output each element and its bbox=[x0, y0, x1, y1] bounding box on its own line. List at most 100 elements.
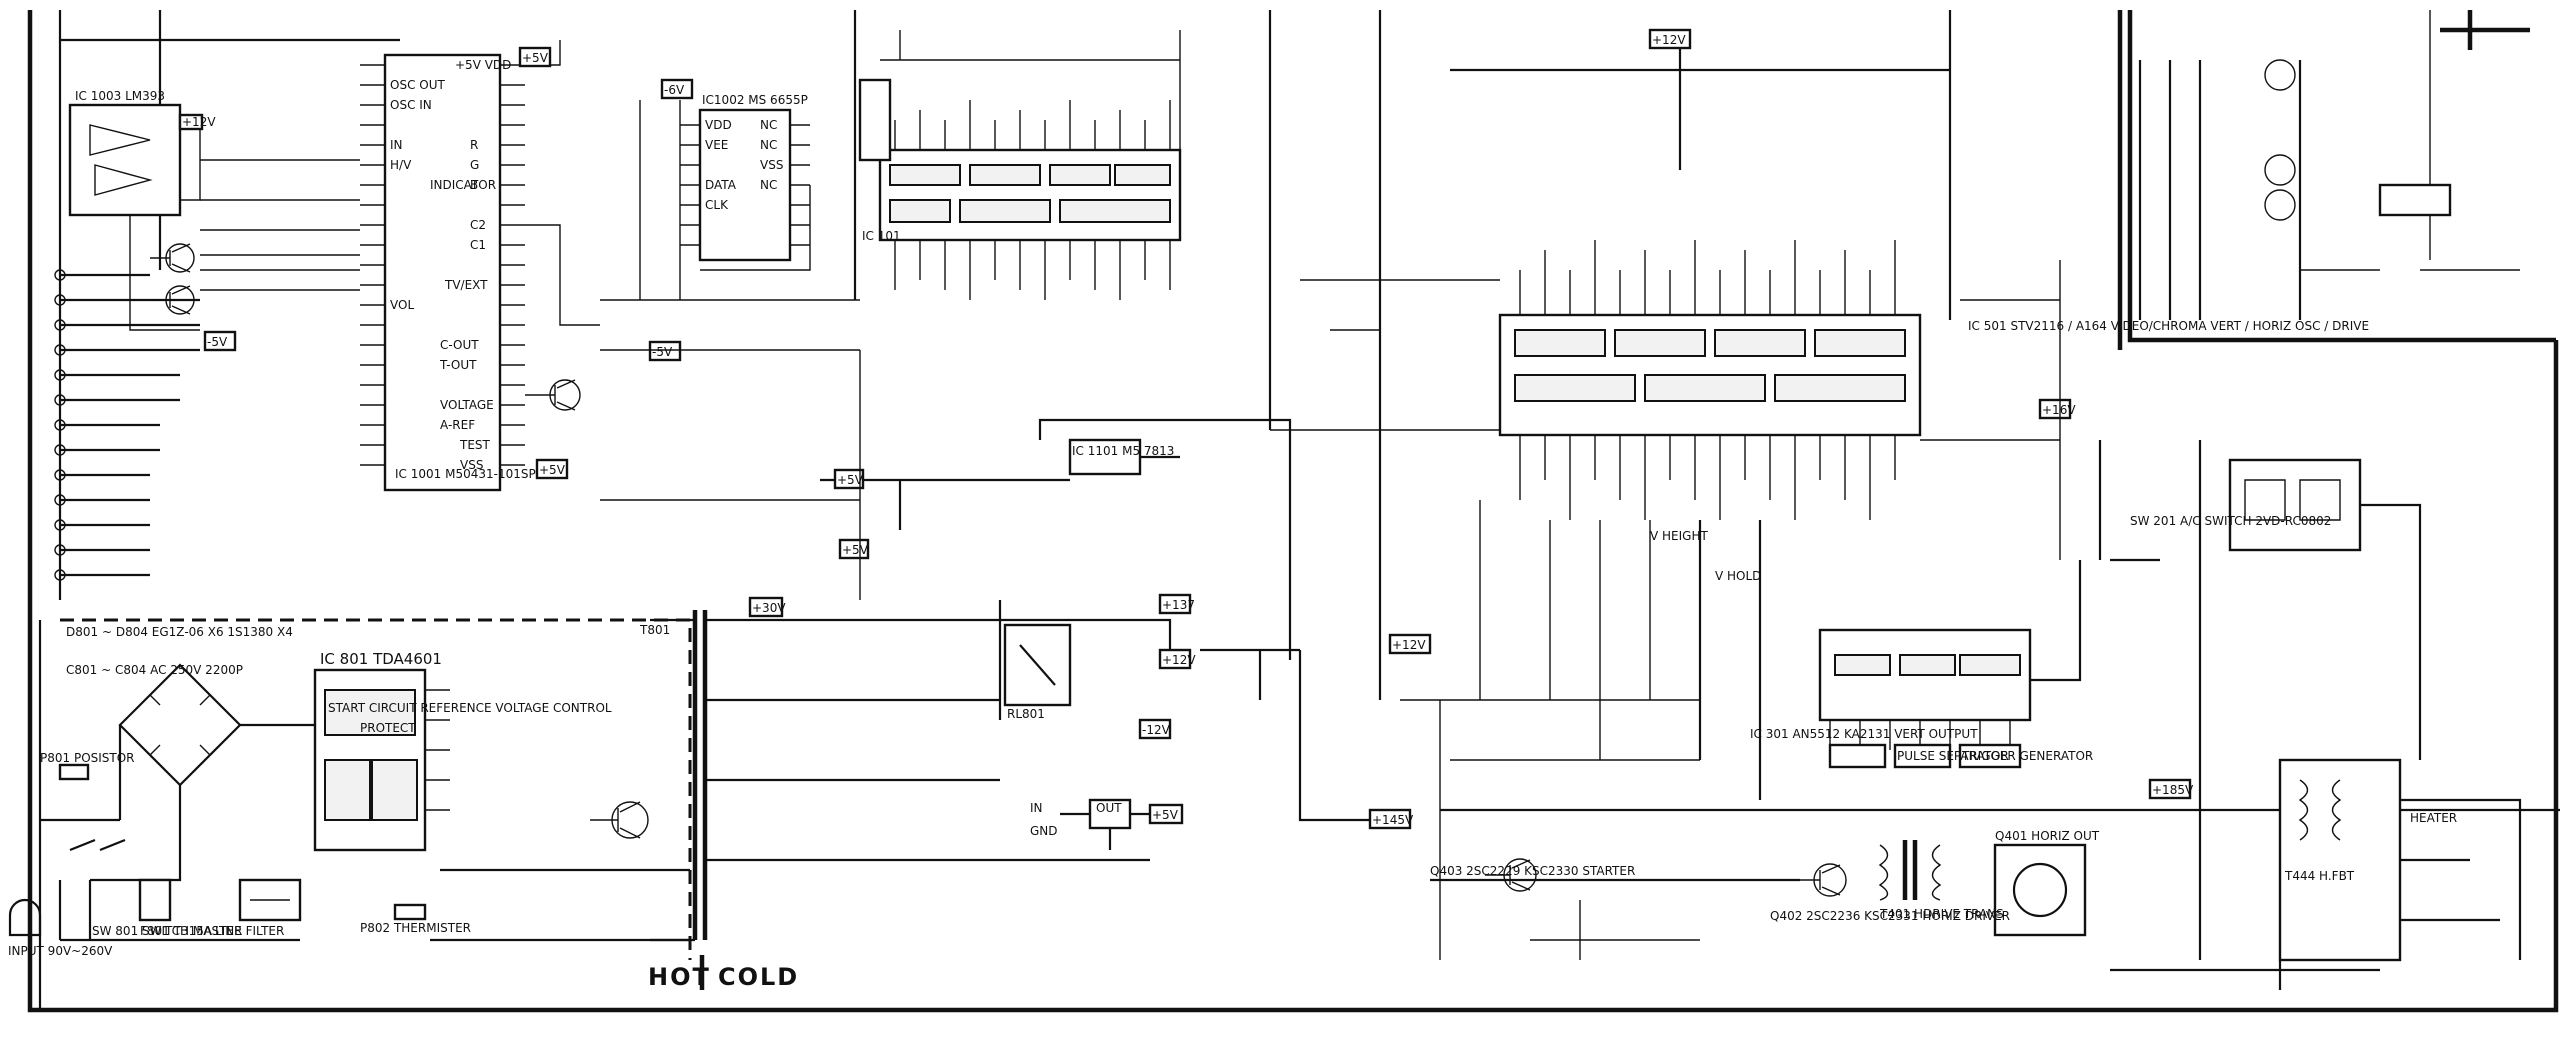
label-ic501: IC 501 STV2116 / A164 VIDEO/CHROMA VERT … bbox=[1968, 319, 2369, 333]
mem-pin-3: DATA bbox=[705, 178, 737, 192]
label-ic801: IC 801 TDA4601 bbox=[320, 650, 442, 668]
mem-pin-1: VDD bbox=[705, 118, 732, 132]
micro-pin-4: IN bbox=[390, 138, 403, 152]
label-plus16v: +16V bbox=[2042, 403, 2076, 417]
label-plus30v: +30V bbox=[752, 601, 786, 615]
transistor-q1006 bbox=[525, 379, 581, 411]
label-plus5v-reg: +5V bbox=[837, 473, 864, 487]
ic1003-comparator bbox=[68, 103, 204, 217]
label-pulse-sep: PULSE SEPARATOR bbox=[1897, 749, 2009, 763]
label-minus6v: -6V bbox=[664, 83, 685, 97]
label-cold: COLD bbox=[718, 963, 799, 991]
ic101-if bbox=[853, 10, 1272, 430]
micro-pin-7: B bbox=[470, 178, 478, 192]
label-ic1002: IC1002 MS 6655P bbox=[702, 93, 808, 107]
label-plus5v-micro-b: +5V bbox=[539, 463, 566, 477]
ic1002-pin-labels: VDD VEE DATA CLK NC NC VSS NC bbox=[705, 118, 783, 212]
label-thermister: P802 THERMISTER bbox=[360, 921, 471, 935]
mem-pin-4: CLK bbox=[705, 198, 729, 212]
label-power-block-1: START CIRCUIT REFERENCE VOLTAGE CONTROL bbox=[328, 701, 612, 715]
label-horiz-driver: Q402 2SC2236 KSC2331 HORIZ DRIVER bbox=[1770, 909, 2010, 923]
input-connector-column bbox=[54, 269, 200, 600]
micro-pin-1: +5V VDD bbox=[455, 58, 511, 72]
label-plus12v-mid: +12V bbox=[1392, 638, 1426, 652]
label-starter: Q403 2SC2229 KSC2330 STARTER bbox=[1430, 864, 1635, 878]
label-plus5v-sec: +5V bbox=[842, 543, 869, 557]
micro-pin-17: A-REF bbox=[440, 418, 475, 432]
label-plus12v-ic1003: +12V bbox=[182, 115, 216, 129]
chassis-frame bbox=[27, 10, 2559, 1013]
ic501-video-processor bbox=[1378, 10, 1952, 700]
ic1001-pin-labels: +5V VDD OSC OUT OSC IN IN R G B H/V C2 C… bbox=[390, 58, 511, 472]
label-ic1001: IC 1001 M50431-101SP bbox=[395, 467, 536, 481]
label-gnd: GND bbox=[1030, 824, 1058, 838]
label-drive-trans: T401 HDRIVE TRANS bbox=[1879, 907, 2004, 921]
label-minus5v-left: -5V bbox=[207, 335, 228, 349]
micro-pin-3: OSC IN bbox=[390, 98, 432, 112]
label-plus5v-micro: +5V bbox=[522, 51, 549, 65]
label-fuse: F801 T315A bbox=[140, 924, 213, 938]
micro-pin-16: VOLTAGE bbox=[440, 398, 494, 412]
label-sw-in: IN bbox=[1030, 801, 1043, 815]
micro-pin-12: INDICATOR bbox=[430, 178, 496, 192]
deflection-drive-region bbox=[2138, 10, 2530, 320]
micro-pin-9: C2 bbox=[470, 218, 486, 232]
mem-pin-7: VSS bbox=[760, 158, 783, 172]
label-ic301: IC 301 AN5512 KA2131 VERT OUTPUT bbox=[1750, 727, 1978, 741]
label-sw-out: OUT bbox=[1096, 801, 1122, 815]
label-t801: T801 bbox=[639, 623, 670, 637]
ic1001-microcontroller bbox=[360, 40, 600, 492]
label-hot: HOT bbox=[648, 963, 711, 991]
micro-pin-15: T-OUT bbox=[439, 358, 477, 372]
label-plus5v-reg-out: +5V bbox=[1152, 808, 1179, 822]
label-ic1003: IC 1003 LM393 bbox=[75, 89, 165, 103]
micro-pin-2: OSC OUT bbox=[390, 78, 445, 92]
label-ic101: IC 101 bbox=[862, 229, 901, 243]
label-plus145v: +145V bbox=[1372, 813, 1414, 827]
label-relay: RL801 bbox=[1007, 707, 1045, 721]
label-v-hold: V HOLD bbox=[1715, 569, 1761, 583]
ic301-vertical-output bbox=[1698, 520, 2082, 800]
label-line-filter: LINE FILTER bbox=[215, 924, 284, 938]
secondary-rails bbox=[748, 538, 1432, 862]
ic1002-memory bbox=[600, 78, 860, 301]
mem-pin-6: NC bbox=[760, 138, 777, 152]
micro-pin-5: R bbox=[470, 138, 478, 152]
label-minus5v-mid: -5V bbox=[652, 345, 673, 359]
power-supply-hot-zone bbox=[8, 610, 760, 1010]
label-sw201: SW 201 A/C SWITCH 2VD-RC0802 bbox=[2130, 514, 2331, 528]
label-v-height: V HEIGHT bbox=[1650, 529, 1708, 543]
micro-pin-11: TV/EXT bbox=[444, 278, 488, 292]
label-plus12v-sec: +12V bbox=[1162, 653, 1196, 667]
micro-pin-10: C1 bbox=[470, 238, 486, 252]
label-plus137: +137 bbox=[1162, 598, 1195, 612]
label-posistor: P801 POSISTOR bbox=[40, 751, 135, 765]
micro-pin-13: VOL bbox=[390, 298, 414, 312]
label-minus12v: -12V bbox=[1142, 723, 1171, 737]
mem-pin-2: VEE bbox=[705, 138, 728, 152]
micro-pin-19: VSS bbox=[460, 458, 483, 472]
label-fbt: T444 H.FBT bbox=[2284, 869, 2355, 883]
micro-pin-6: G bbox=[470, 158, 479, 172]
label-input: INPUT 90V~260V bbox=[8, 944, 113, 958]
mem-pin-5: NC bbox=[760, 118, 777, 132]
horizontal-stage bbox=[1430, 440, 2560, 990]
mem-pin-8: NC bbox=[760, 178, 777, 192]
label-plus185v: +185V bbox=[2152, 783, 2194, 797]
label-power-block-2: PROTECT bbox=[360, 721, 416, 735]
label-sw801: SW 801 SWITCH MASTER bbox=[92, 924, 242, 938]
label-caps: C801 ~ C804 AC 250V 2200P bbox=[66, 663, 243, 677]
label-ic1101: IC 1101 M5 7813 bbox=[1072, 444, 1174, 458]
label-trigger-gen: TRIGGER GENERATOR bbox=[1961, 749, 2093, 763]
ic1101-regulator bbox=[820, 418, 1292, 660]
micro-pin-8: H/V bbox=[390, 158, 412, 172]
misc-wiring bbox=[600, 260, 2061, 960]
label-heater: HEATER bbox=[2410, 811, 2457, 825]
label-bridge: D801 ~ D804 EG1Z-06 X6 1S1380 X4 bbox=[66, 625, 293, 639]
label-plus12v-top: +12V bbox=[1652, 33, 1686, 47]
micro-pin-18: TEST bbox=[459, 438, 491, 452]
micro-pin-14: C-OUT bbox=[440, 338, 479, 352]
label-horiz-out: Q401 HORIZ OUT bbox=[1995, 829, 2100, 843]
